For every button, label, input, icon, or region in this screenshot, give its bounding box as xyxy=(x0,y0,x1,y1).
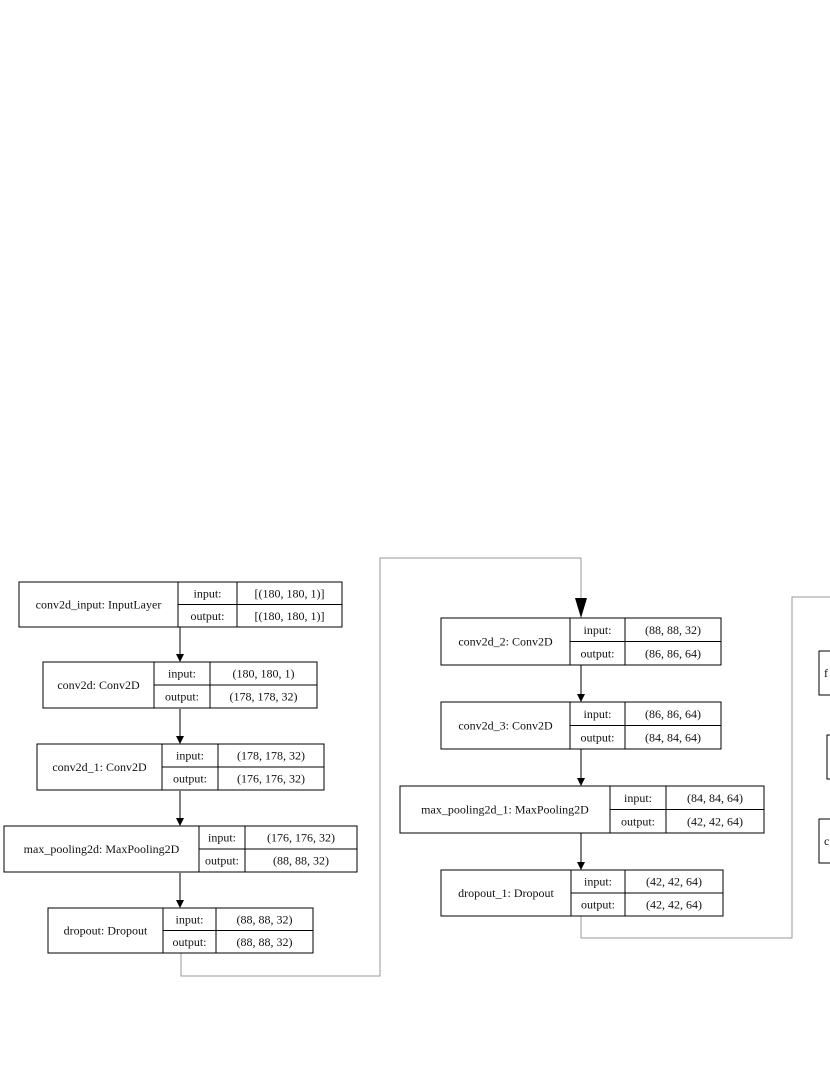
output-label: output: xyxy=(580,730,614,744)
partial-nodes: f c xyxy=(818,650,830,864)
layer-name: conv2d_1: Conv2D xyxy=(52,760,147,774)
edges xyxy=(176,598,587,908)
output-label: output: xyxy=(621,814,655,828)
output-shape: (86, 86, 64) xyxy=(645,646,701,660)
input-label: input: xyxy=(624,791,652,805)
partial-node-label: c xyxy=(824,834,829,848)
input-shape: (88, 88, 32) xyxy=(645,623,701,637)
input-shape: (180, 180, 1) xyxy=(233,667,295,681)
output-shape: (176, 176, 32) xyxy=(237,772,305,786)
partial-node-box xyxy=(818,818,830,864)
input-label: input: xyxy=(175,912,203,926)
output-shape: (84, 84, 64) xyxy=(645,730,701,744)
layer-name: dropout: Dropout xyxy=(64,924,148,938)
layer-node: max_pooling2d_1: MaxPooling2D input: outpu… xyxy=(399,785,765,834)
input-shape: (88, 88, 32) xyxy=(237,912,293,926)
input-label: input: xyxy=(193,586,221,600)
output-shape: (42, 42, 64) xyxy=(687,814,743,828)
layer-node: conv2d: Conv2D input: output: (180, 180, 1)… xyxy=(42,661,318,709)
layer-node: conv2d_2: Conv2D input: output: (88, 88, 32… xyxy=(440,617,722,666)
output-label: output: xyxy=(581,898,615,912)
layer-name: conv2d_input: InputLayer xyxy=(36,598,162,612)
layer-node: dropout_1: Dropout input: output: (42, 42, … xyxy=(440,869,724,917)
layer-node: max_pooling2d: MaxPooling2D input: output:… xyxy=(3,825,358,873)
output-shape: [(180, 180, 1)] xyxy=(255,609,325,623)
output-label: output: xyxy=(165,690,199,704)
partial-node-label: f xyxy=(824,666,828,680)
arrowhead xyxy=(176,654,184,662)
input-shape: (86, 86, 64) xyxy=(645,707,701,721)
arrowhead xyxy=(577,862,585,870)
layer-node: conv2d_3: Conv2D input: output: (86, 86, 64… xyxy=(440,701,722,750)
arrowhead xyxy=(575,598,587,618)
layer-name: max_pooling2d_1: MaxPooling2D xyxy=(421,803,589,817)
input-shape: (84, 84, 64) xyxy=(687,791,743,805)
output-shape: (42, 42, 64) xyxy=(646,898,702,912)
arrowhead xyxy=(176,818,184,826)
layer-name: conv2d: Conv2D xyxy=(57,678,140,692)
output-shape: (178, 178, 32) xyxy=(230,690,298,704)
input-label: input: xyxy=(168,667,196,681)
output-shape: (88, 88, 32) xyxy=(273,854,329,868)
layer-node: conv2d_input: InputLayer input: output: [(1… xyxy=(18,581,343,628)
partial-node-box xyxy=(826,734,830,780)
layer-node: conv2d_1: Conv2D input: output: (178, 178, … xyxy=(36,743,325,791)
layer-name: max_pooling2d: MaxPooling2D xyxy=(24,842,180,856)
output-label: output: xyxy=(205,854,239,868)
output-label: output: xyxy=(172,935,206,949)
arrowhead xyxy=(176,900,184,908)
input-label: input: xyxy=(583,707,611,721)
layer-name: dropout_1: Dropout xyxy=(458,886,554,900)
input-shape: (42, 42, 64) xyxy=(646,875,702,889)
output-label: output: xyxy=(173,772,207,786)
nodes: conv2d_input: InputLayer input: output: [(1… xyxy=(3,581,765,954)
output-shape: (88, 88, 32) xyxy=(237,935,293,949)
input-shape: (176, 176, 32) xyxy=(267,831,335,845)
layer-name: conv2d_3: Conv2D xyxy=(458,719,553,733)
layer-name: conv2d_2: Conv2D xyxy=(458,635,553,649)
arrowhead xyxy=(577,778,585,786)
input-label: input: xyxy=(583,623,611,637)
wrap-connector-2 xyxy=(580,596,830,939)
input-shape: (178, 178, 32) xyxy=(237,749,305,763)
arrowhead xyxy=(176,736,184,744)
arrowhead xyxy=(577,694,585,702)
input-label: input: xyxy=(584,875,612,889)
input-label: input: xyxy=(176,749,204,763)
layer-node: dropout: Dropout input: output: (88, 88, 32… xyxy=(47,907,314,954)
input-label: input: xyxy=(208,831,236,845)
output-label: output: xyxy=(190,609,224,623)
output-label: output: xyxy=(580,646,614,660)
wrap-connector-1 xyxy=(180,557,582,977)
input-shape: [(180, 180, 1)] xyxy=(255,586,325,600)
partial-node-box xyxy=(818,650,830,696)
